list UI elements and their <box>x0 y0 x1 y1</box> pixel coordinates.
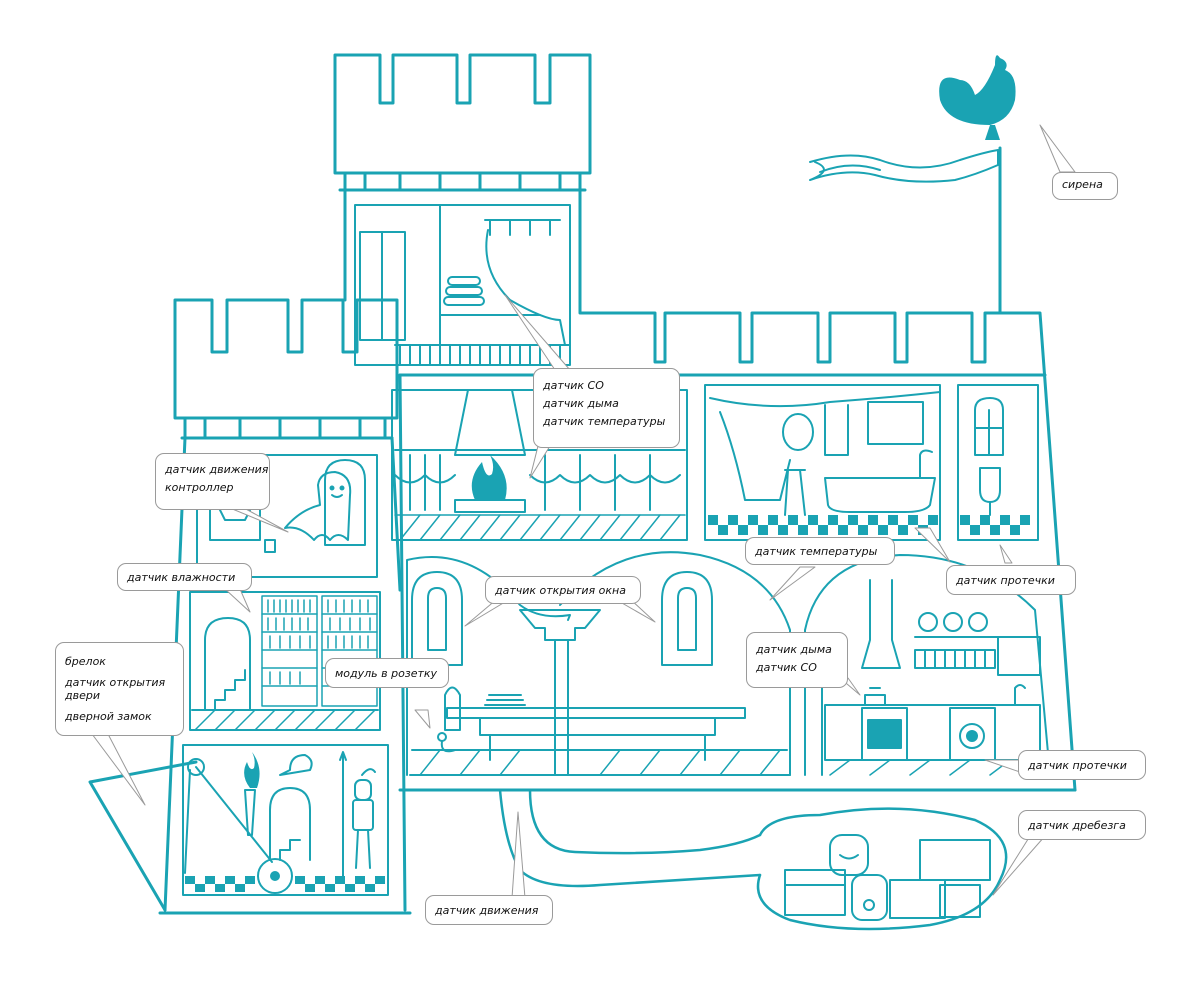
callout-text: дверной замок <box>65 710 152 723</box>
callout-window-open: датчик открытия окна <box>485 576 641 604</box>
callout-pointers <box>91 124 1076 899</box>
callout-text: датчик CO <box>756 661 817 674</box>
callout-text: двери <box>65 689 100 702</box>
bathtub-icon <box>824 477 936 513</box>
power-outlet-icon <box>437 732 447 742</box>
great-hall <box>406 551 791 776</box>
hall-window-right <box>661 571 713 666</box>
flame-icon <box>471 455 507 500</box>
callout-keyfob-door: брелок датчик открытия двери дверной зам… <box>55 642 184 736</box>
callout-text: датчик дыма <box>543 397 619 410</box>
long-table <box>446 707 746 719</box>
tall-tower <box>333 53 592 302</box>
callout-text: датчик влажности <box>127 571 236 584</box>
flag-icon <box>809 149 999 183</box>
rooster-weathervane-icon <box>939 55 1016 125</box>
callout-humidity: датчик влажности <box>117 563 252 591</box>
short-tower <box>163 298 402 912</box>
callout-text: датчик температуры <box>543 415 666 428</box>
ghost-room <box>196 454 378 578</box>
treasure-chest-icon <box>784 834 991 921</box>
ghost-icon <box>284 471 352 541</box>
callout-text: датчик движения <box>165 463 269 476</box>
pot-icon <box>864 687 886 706</box>
callout-temperature: датчик температуры <box>745 537 895 565</box>
arched-door <box>324 459 366 546</box>
weathervane <box>809 55 1016 315</box>
bed-icon <box>439 276 541 316</box>
curtain-rail <box>484 219 561 236</box>
right-wing <box>158 298 1077 915</box>
library-room <box>189 591 381 731</box>
bath-checker-floor <box>708 515 1030 535</box>
callout-motion-bottom: датчик движения <box>425 895 553 925</box>
callout-co-smoke-temp: датчик CO датчик дыма датчик температуры <box>533 368 680 448</box>
callout-text: датчик протечки <box>1028 759 1127 772</box>
chimney-hood <box>454 389 526 456</box>
callout-motion-controller: датчик движения контроллер <box>155 453 270 510</box>
pulley <box>187 758 205 776</box>
callout-text: контроллер <box>165 481 234 494</box>
callout-text: датчик открытия <box>65 676 166 689</box>
callout-text: брелок <box>65 655 106 668</box>
horn-icon <box>279 754 313 776</box>
bathroom <box>704 384 1039 541</box>
callout-text: датчик дребезга <box>1028 819 1126 832</box>
callout-text: сирена <box>1062 178 1103 191</box>
callout-text: модуль в розетку <box>335 667 438 680</box>
hatched-floor <box>394 514 686 541</box>
mirror <box>782 413 814 451</box>
knight-icon <box>339 751 376 881</box>
fireplace-icon <box>454 499 526 513</box>
callout-plug-module: модуль в розетку <box>325 658 449 688</box>
underground <box>498 788 1008 931</box>
torch-icon <box>244 789 256 836</box>
hall-window-left <box>411 571 463 666</box>
toilet-icon <box>979 467 1001 503</box>
callout-text: датчик дыма <box>756 643 832 656</box>
callout-siren: сирена <box>1052 172 1118 200</box>
range-hood <box>861 579 901 669</box>
callout-text: датчик CO <box>543 379 604 392</box>
callout-leak-bath: датчик протечки <box>946 565 1076 595</box>
callout-text: датчик движения <box>435 904 539 917</box>
callout-text: датчик протечки <box>956 574 1055 587</box>
callout-text: датчик открытия окна <box>495 584 626 597</box>
curtain <box>485 229 566 346</box>
callout-text: датчик температуры <box>755 545 878 558</box>
drawbridge-wheel <box>257 858 293 894</box>
entry-room <box>88 744 389 912</box>
laundry-line <box>709 391 941 408</box>
callout-leak-kitchen: датчик протечки <box>1018 750 1146 780</box>
library-door <box>204 617 251 711</box>
callout-smoke-co: датчик дыма датчик CO <box>746 632 848 688</box>
bookshelf-icon <box>261 595 378 707</box>
towel <box>867 401 924 445</box>
callout-rattle: датчик дребезга <box>1018 810 1146 840</box>
checker-floor <box>185 876 385 892</box>
pillar-capital <box>519 609 601 641</box>
fireplace-hall <box>391 389 688 541</box>
